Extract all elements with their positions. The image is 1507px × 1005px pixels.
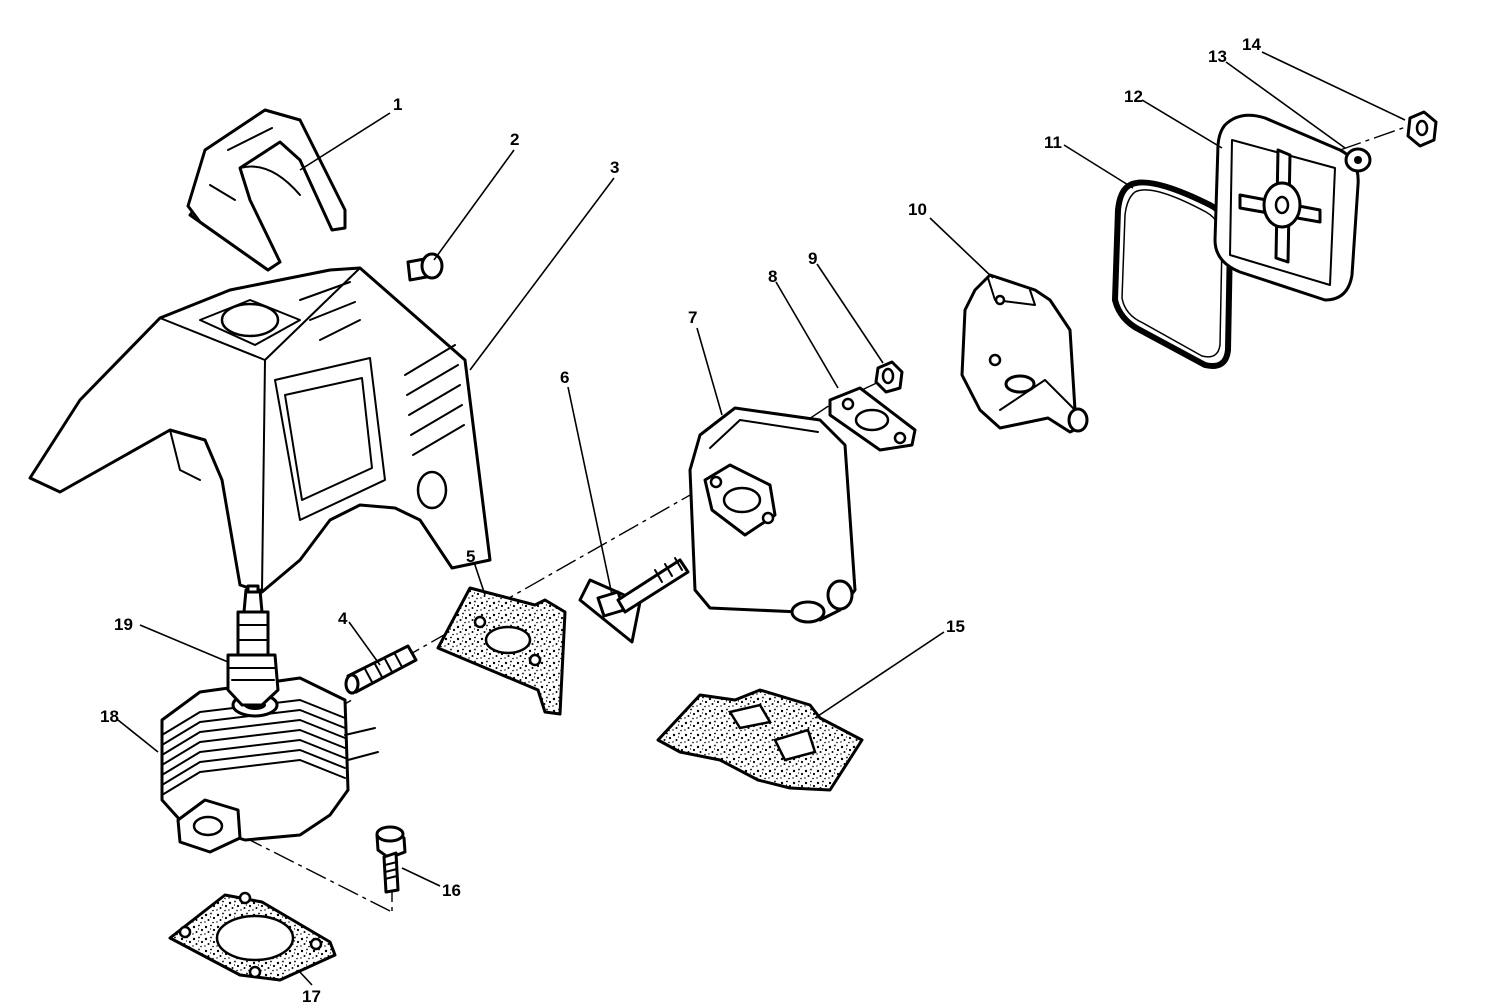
- callout-4: 4: [338, 609, 348, 628]
- callout-3: 3: [610, 158, 619, 177]
- callout-13: 13: [1208, 47, 1227, 66]
- part-8-exhaust-gasket: [828, 386, 917, 452]
- part-10-spark-arrestor-cover: [960, 273, 1089, 434]
- part-5-muffler-gasket-plate: [436, 586, 567, 716]
- callout-labels: 1 2 3 4 5 6 7 8 9 10 11 12 13 14 15 16 1…: [100, 35, 1261, 1005]
- callout-16: 16: [442, 881, 461, 900]
- callout-15: 15: [946, 617, 965, 636]
- part-2-shoulder-screw: [406, 252, 444, 282]
- part-11-air-filter-gasket: [1112, 179, 1233, 369]
- callout-2: 2: [510, 130, 519, 149]
- part-14-hex-nut: [1406, 110, 1438, 148]
- callout-17: 17: [302, 987, 321, 1005]
- part-12-air-filter-cover: [1213, 113, 1360, 302]
- part-1-handle-bracket: [186, 108, 347, 272]
- part-19-spark-plug: [226, 584, 280, 707]
- callout-7: 7: [688, 308, 697, 327]
- part-15-heat-shield-gasket: [656, 688, 864, 792]
- part-17-cylinder-base-gasket: [168, 891, 337, 982]
- callout-9: 9: [808, 249, 817, 268]
- part-9-nut: [874, 360, 904, 394]
- callout-6: 6: [560, 368, 569, 387]
- callout-8: 8: [768, 267, 777, 286]
- part-18-cylinder: [160, 676, 379, 854]
- callout-11: 11: [1044, 133, 1062, 152]
- part-16-socket-head-screw: [375, 825, 407, 894]
- part-7-muffler: [688, 406, 857, 624]
- callout-5: 5: [466, 547, 475, 566]
- callout-18: 18: [100, 707, 119, 726]
- part-13-washer: [1344, 147, 1372, 173]
- callout-12: 12: [1124, 87, 1143, 106]
- part-6-muffler-bolt: [578, 557, 690, 644]
- callout-1: 1: [393, 95, 402, 114]
- callout-10: 10: [908, 200, 927, 219]
- part-3-cylinder-shroud: [28, 266, 492, 594]
- callout-19: 19: [114, 615, 133, 634]
- callout-14: 14: [1242, 35, 1261, 54]
- part-4-stud: [344, 644, 418, 695]
- leader-lines: [117, 51, 1406, 986]
